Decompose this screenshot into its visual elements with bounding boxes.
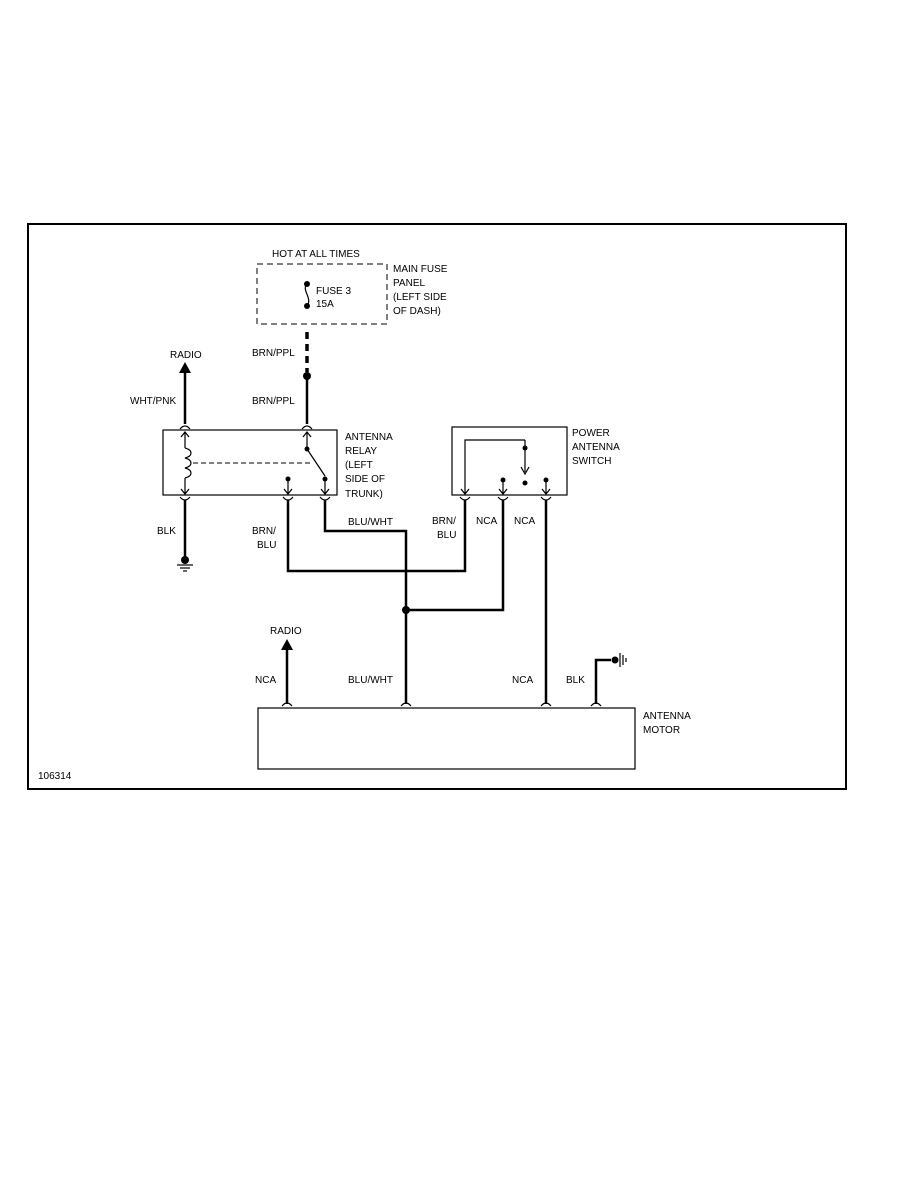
switch-contact-2: [522, 480, 528, 486]
diagram-id: 106314: [38, 771, 72, 782]
relay-coil-lead-top-arrow: [180, 431, 190, 438]
diagram-frame: [27, 223, 847, 790]
motor-connector-1: [281, 702, 293, 707]
relay-nc-arrow: [283, 488, 293, 495]
brn-blu-relay-label-1: BRN/: [252, 526, 276, 537]
radio-bottom-label: RADIO: [270, 626, 302, 637]
radio-bottom-arrow-icon: [281, 639, 293, 650]
relay-coil: [184, 447, 192, 479]
hot-at-all-times-label: HOT AT ALL TIMES: [272, 249, 360, 260]
switch-arrow-b: [498, 488, 508, 495]
brn-blu-relay-label-2: BLU: [257, 540, 276, 551]
switch-internal-loop: [464, 439, 525, 493]
relay-label-2: RELAY: [345, 446, 377, 457]
relay-label-5: TRUNK): [345, 489, 383, 500]
radio-top-arrow-icon: [179, 362, 191, 373]
relay-no-arrow: [320, 488, 330, 495]
antenna-relay-box: [162, 429, 338, 496]
blk-motor-label: BLK: [566, 675, 585, 686]
nca-switch-label-2: NCA: [514, 516, 535, 527]
blk-relay-label: BLK: [157, 526, 176, 537]
fuse-name: FUSE 3: [316, 286, 351, 297]
radio-top-label: RADIO: [170, 350, 202, 361]
switch-blade-arrow: [520, 466, 530, 476]
brn-blu-wire: [286, 500, 467, 573]
switch-label-1: POWER: [572, 428, 610, 439]
motor-connector-2: [400, 702, 412, 707]
fuse-rating: 15A: [316, 299, 334, 310]
relay-connector-bottom-3: [319, 496, 331, 501]
switch-arrow-a: [460, 488, 470, 495]
fuse-panel-label-1: MAIN FUSE: [393, 264, 448, 275]
brn-ppl-upper-label: BRN/PPL: [252, 348, 295, 359]
brn-blu-switch-label-1: BRN/: [432, 516, 456, 527]
motor-ground-dot: [611, 656, 619, 664]
fuse-element: [304, 283, 310, 307]
nca-switch-splice-wire: [406, 500, 505, 612]
nca-motor-right-label: NCA: [512, 675, 533, 686]
motor-connector-4: [590, 702, 602, 707]
relay-connector-top-1: [179, 425, 191, 430]
motor-label-1: ANTENNA: [643, 711, 691, 722]
blu-wht-relay-label: BLU/WHT: [348, 517, 393, 528]
brn-ppl-lower-label: BRN/PPL: [252, 396, 295, 407]
switch-connector-1: [459, 496, 471, 501]
fuse-panel-box: [256, 263, 388, 325]
relay-coil-lead-bottom-arrow: [180, 488, 190, 495]
switch-connector-2: [497, 496, 509, 501]
antenna-motor-box: [257, 707, 636, 770]
nca-switch-label-1: NCA: [476, 516, 497, 527]
nca-motor-left-label: NCA: [255, 675, 276, 686]
switch-label-2: ANTENNA: [572, 442, 620, 453]
switch-label-3: SWITCH: [572, 456, 611, 467]
power-antenna-switch-box: [451, 426, 568, 496]
blk-motor-wire: [594, 658, 611, 704]
blu-wht-motor-label: BLU/WHT: [348, 675, 393, 686]
motor-label-2: MOTOR: [643, 725, 680, 736]
fuse-panel-label-4: OF DASH): [393, 306, 441, 317]
fuse-terminal-bottom: [304, 303, 310, 309]
switch-arrow-c: [541, 488, 551, 495]
fuse-panel-label-3: (LEFT SIDE: [393, 292, 447, 303]
brn-blu-switch-label-2: BLU: [437, 530, 456, 541]
wht-pnk-label: WHT/PNK: [130, 396, 176, 407]
relay-label-4: SIDE OF: [345, 474, 385, 485]
relay-connector-top-2: [301, 425, 313, 430]
blu-wht-wire: [323, 500, 408, 704]
relay-label-3: (LEFT: [345, 460, 373, 471]
relay-switch-blade: [306, 448, 326, 477]
relay-connector-bottom-2: [282, 496, 294, 501]
fuse-panel-label-2: PANEL: [393, 278, 425, 289]
motor-connector-3: [540, 702, 552, 707]
relay-common-arrow: [302, 431, 312, 438]
ground-splice: [181, 556, 189, 564]
relay-connector-bottom-1: [179, 496, 191, 501]
relay-label-1: ANTENNA: [345, 432, 393, 443]
switch-connector-3: [540, 496, 552, 501]
